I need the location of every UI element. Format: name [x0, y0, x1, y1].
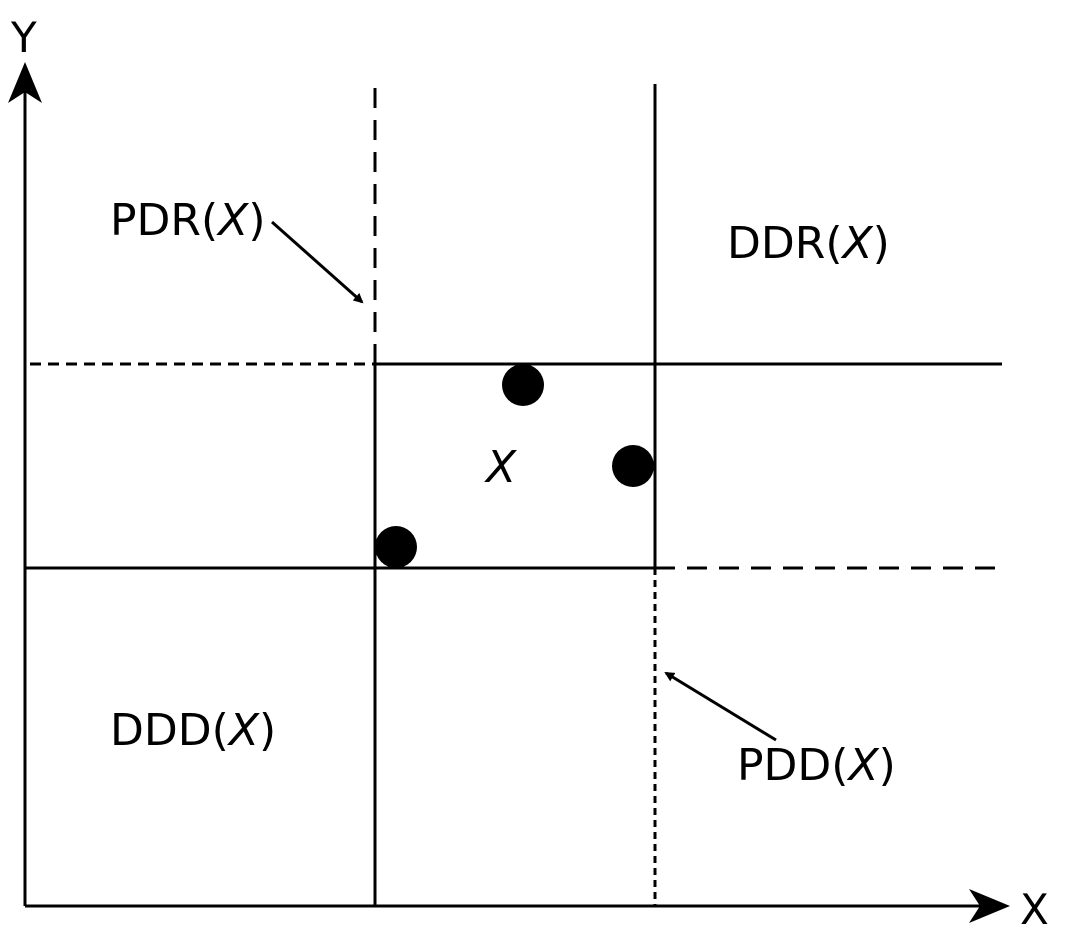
pdd-var: X	[846, 740, 879, 791]
pdd-suffix: )	[879, 740, 896, 791]
x-axis-arrowhead	[969, 889, 1010, 923]
pointer-arrows	[271, 220, 777, 742]
pdr-pointer-arrow	[271, 220, 364, 304]
ddr-var: X	[841, 218, 874, 269]
pdr-label: PDR(X)	[110, 195, 265, 246]
ddd-label: DDD(X)	[110, 705, 276, 756]
point-bottom	[375, 526, 417, 568]
ddr-suffix: )	[873, 218, 890, 269]
center-set-label: X	[484, 442, 517, 493]
pdd-pointer-arrow	[664, 671, 777, 742]
axes: Y X	[8, 13, 1049, 934]
ddd-prefix: DDD(	[110, 705, 229, 756]
pdr-suffix: )	[248, 195, 265, 246]
ddd-var: X	[227, 705, 260, 756]
point-right	[612, 445, 654, 487]
pdd-label: PDD(X)	[737, 740, 896, 791]
point-top	[502, 364, 544, 406]
x-axis-label: X	[1020, 885, 1049, 934]
dashed-grid-lines	[30, 88, 1005, 906]
solid-grid-lines	[25, 84, 1002, 906]
ddr-label: DDR(X)	[727, 218, 890, 269]
pdr-prefix: PDR(	[110, 195, 218, 246]
pdr-var: X	[216, 195, 249, 246]
points-of-x	[375, 364, 654, 568]
pdd-prefix: PDD(	[737, 740, 848, 791]
ddd-suffix: )	[259, 705, 276, 756]
y-axis-label: Y	[10, 13, 37, 62]
ddr-prefix: DDR(	[727, 218, 843, 269]
y-axis-arrowhead	[8, 62, 42, 103]
